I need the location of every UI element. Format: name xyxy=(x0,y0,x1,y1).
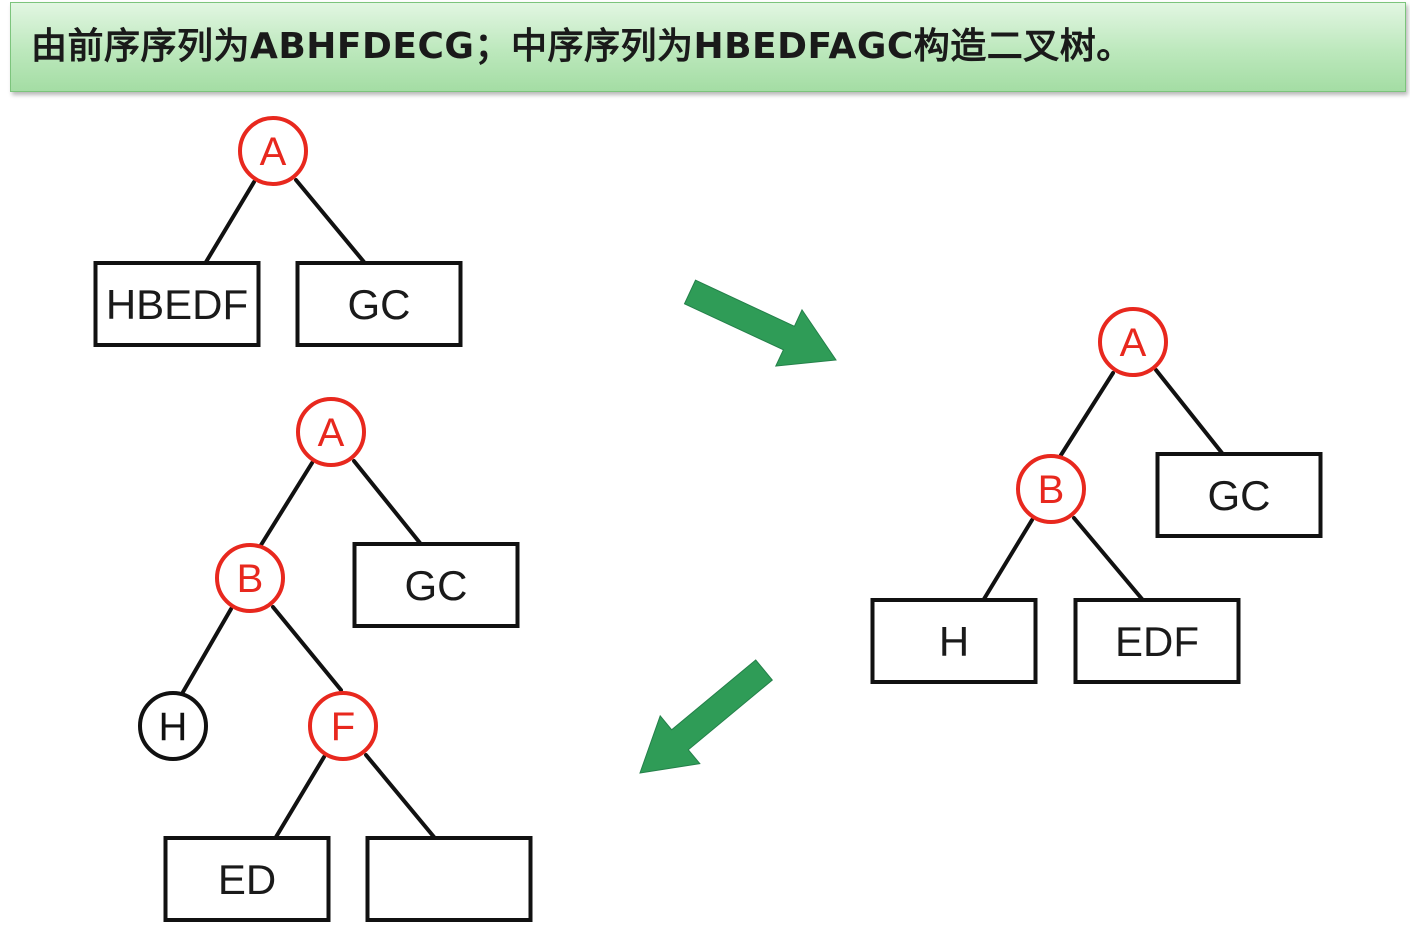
step3-edge-0 xyxy=(259,461,314,547)
node-label: A xyxy=(260,130,287,174)
step3-edge-1 xyxy=(352,459,422,545)
step3-edge-2 xyxy=(181,607,233,694)
step2-node-a: A xyxy=(1098,307,1168,377)
arrows-layer xyxy=(639,279,837,774)
subtree-box xyxy=(1155,452,1323,538)
node-label: F xyxy=(331,705,355,749)
step3-node-b: B xyxy=(215,543,285,613)
step2-edge-0 xyxy=(1059,371,1115,457)
node-label: B xyxy=(237,557,264,601)
node-circle xyxy=(296,397,366,467)
step2-subtree-box-edf: EDF xyxy=(1073,598,1241,684)
subtree-box xyxy=(163,836,331,922)
node-label: H xyxy=(159,705,188,749)
node-circle xyxy=(238,116,308,186)
step1-subtree-box-gc: GC xyxy=(295,261,463,347)
step1-edge-1 xyxy=(294,178,366,264)
nodes-layer: A HBEDF GC A B GC H EDF A B GC H F ED xyxy=(93,116,1323,922)
node-circle xyxy=(1016,454,1086,524)
node-circle xyxy=(1098,307,1168,377)
node-circle xyxy=(308,691,378,761)
step1-subtree-box-hbedf: HBEDF xyxy=(93,261,261,347)
arrow-down-left-icon xyxy=(639,659,774,774)
subtree-label: HBEDF xyxy=(106,281,248,328)
node-label: A xyxy=(318,411,345,455)
step2-node-b: B xyxy=(1016,454,1086,524)
node-circle xyxy=(138,691,208,761)
subtree-box xyxy=(295,261,463,347)
step1-edge-0 xyxy=(204,180,256,264)
step3-edge-4 xyxy=(274,755,326,839)
page-title: 由前序序列为ABHFDECG；中序序列为HBEDFAGC构造二叉树。 xyxy=(31,26,1133,67)
step1-node-a: A xyxy=(238,116,308,186)
node-circle xyxy=(215,543,285,613)
subtree-box xyxy=(365,836,533,922)
subtree-box xyxy=(870,598,1038,684)
subtree-label: EDF xyxy=(1115,618,1199,665)
step3-subtree-box-gc: GC xyxy=(352,542,520,628)
title-banner: 由前序序列为ABHFDECG；中序序列为HBEDFAGC构造二叉树。 xyxy=(10,2,1406,92)
step3-edge-3 xyxy=(271,605,343,692)
step2-subtree-box-gc: GC xyxy=(1155,452,1323,538)
subtree-label: ED xyxy=(218,856,276,903)
subtree-label: H xyxy=(939,618,969,665)
step3-subtree-box-empty xyxy=(365,836,533,922)
step2-edge-2 xyxy=(982,518,1034,601)
step2-edge-3 xyxy=(1072,516,1144,601)
step3-node-f: F xyxy=(308,691,378,761)
step2-edge-1 xyxy=(1154,368,1224,455)
step3-node-a: A xyxy=(296,397,366,467)
arrow-down-right-icon xyxy=(683,279,837,367)
node-label: A xyxy=(1120,321,1147,365)
step3-node-h: H xyxy=(138,691,208,761)
edges-layer xyxy=(181,178,1224,839)
step3-subtree-box-ed: ED xyxy=(163,836,331,922)
subtree-label: GC xyxy=(1208,472,1271,519)
step3-edge-5 xyxy=(364,753,436,839)
subtree-label: GC xyxy=(348,281,411,328)
subtree-box xyxy=(1073,598,1241,684)
step2-subtree-box-h: H xyxy=(870,598,1038,684)
subtree-box xyxy=(352,542,520,628)
subtree-box xyxy=(93,261,261,347)
subtree-label: GC xyxy=(405,562,468,609)
node-label: B xyxy=(1038,468,1065,512)
